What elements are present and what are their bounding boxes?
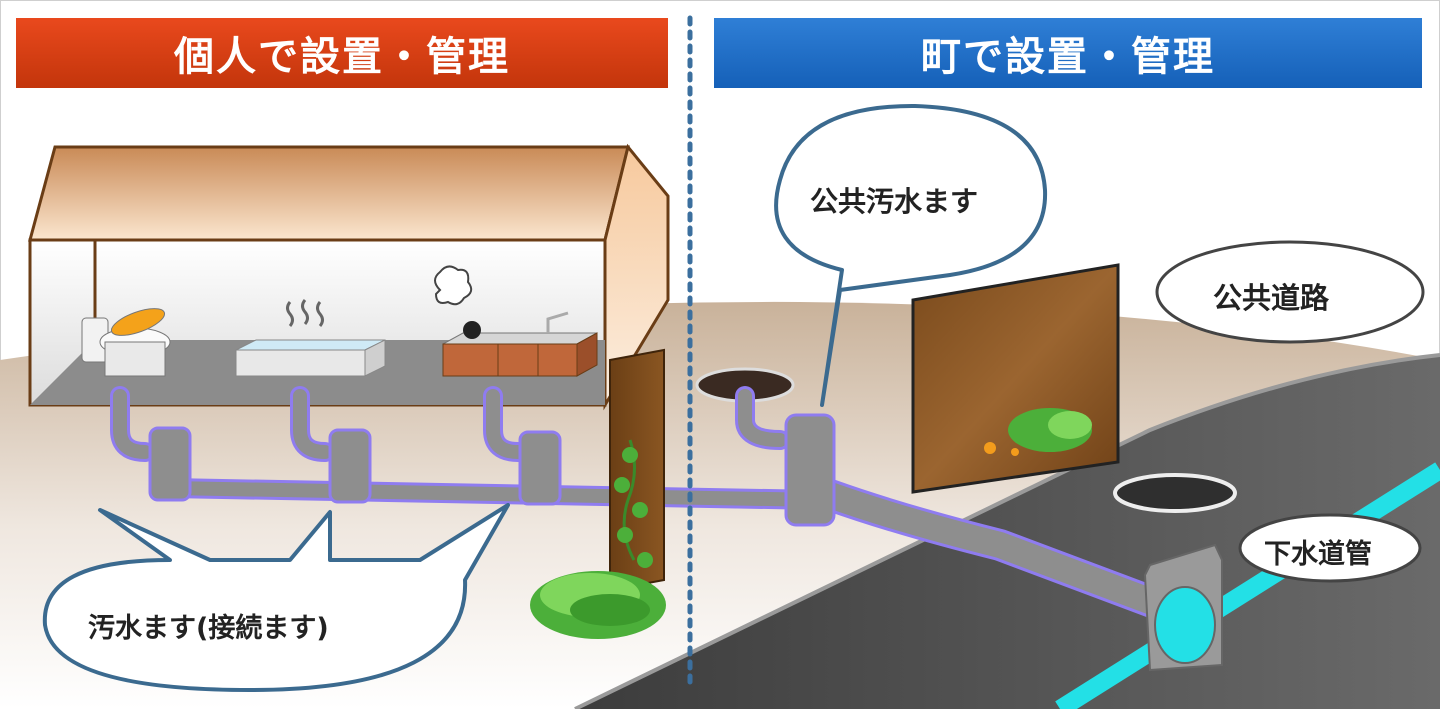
sewer-main xyxy=(1143,543,1223,672)
house-inlet-label: 汚水ます(接続ます) xyxy=(88,613,329,644)
public-road-callout xyxy=(1155,240,1425,344)
sewer-pipe-label: 下水道管 xyxy=(1264,539,1372,570)
public-inlet-label: 公共汚水ます xyxy=(810,185,979,218)
manhole xyxy=(1113,473,1237,513)
toilet-icon xyxy=(81,308,171,377)
boundary-fence xyxy=(609,348,665,592)
road-edge xyxy=(574,353,1440,709)
private-pipes xyxy=(110,386,830,510)
sewer-water-flow xyxy=(1055,462,1440,709)
sewer-pipe-callout xyxy=(1238,513,1422,583)
wood-fence-panel xyxy=(911,263,1120,494)
public-inlet xyxy=(784,413,836,527)
public-road-label: 公共道路 xyxy=(1213,281,1330,315)
house-inlet-callout xyxy=(42,503,510,692)
house-inlet-3 xyxy=(518,430,562,506)
public-inlet-callout xyxy=(774,103,1048,407)
house-inlet-2 xyxy=(328,428,372,504)
house-roof xyxy=(28,145,630,242)
private-inlets xyxy=(148,426,562,506)
house-inlet-1 xyxy=(148,426,192,502)
public-pipes xyxy=(735,386,1176,621)
private-header: 個人で設置・管理 xyxy=(16,18,668,88)
public-header: 町で設置・管理 xyxy=(714,18,1422,88)
kitchen-sink-icon xyxy=(434,265,598,377)
house xyxy=(28,143,670,411)
shrub xyxy=(530,571,666,639)
bathtub-icon xyxy=(235,299,386,377)
